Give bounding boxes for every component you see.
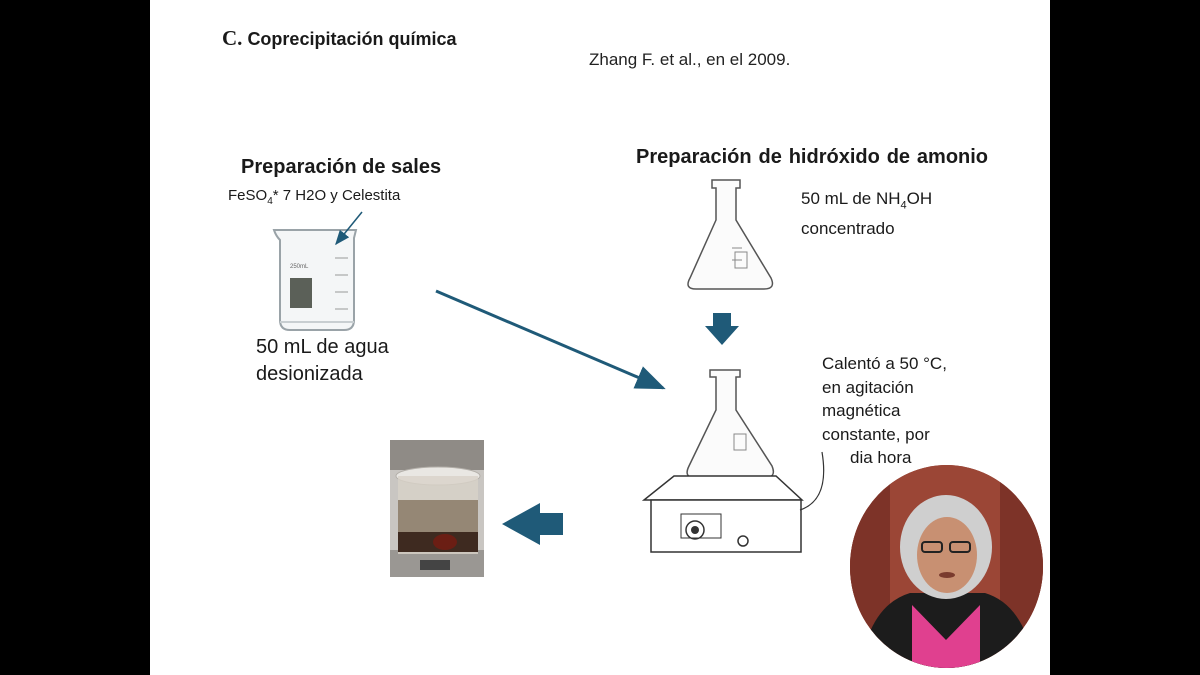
reagents-label: FeSO4* 7 H2O y Celestita: [228, 187, 400, 207]
erlenmeyer-flask-icon: [686, 369, 775, 479]
nh4oh-subscript: 4: [900, 199, 907, 212]
heat-line: constante, por: [822, 424, 930, 444]
reagent-rest: * 7 H2O y Celestita: [272, 187, 401, 204]
pointer-arrow: [335, 211, 363, 246]
nh4oh-pre: 50 mL de NH: [801, 189, 901, 208]
reagent-fe: FeSO: [228, 187, 268, 204]
diagonal-arrow: [435, 289, 666, 390]
presenter-avatar: [850, 465, 1043, 668]
beaker-icon: 250mL: [272, 229, 358, 331]
left-arrow-icon: [502, 503, 563, 545]
nh4oh-post: OH: [906, 189, 933, 208]
heat-line: Calentó a 50 °C,: [822, 354, 947, 373]
svg-text:250mL: 250mL: [290, 264, 309, 270]
section-letter: C.: [222, 26, 243, 50]
heat-line: en agitación: [822, 377, 914, 397]
water-line-2: desionizada: [256, 363, 363, 385]
hot-plate-icon: [641, 451, 825, 553]
nh4oh-label: 50 mL de NH4OH concentrado: [801, 187, 932, 240]
hydroxide-word: Preparación: [636, 146, 752, 168]
hydroxide-heading: Preparación de hidróxido de amonio: [636, 144, 988, 198]
citation: Zhang F. et al., en el 2009.: [589, 50, 791, 69]
water-label: 50 mL de agua desionizada: [256, 334, 389, 388]
slide: C. Coprecipitación química Zhang F. et a…: [150, 0, 1050, 675]
down-arrow-icon: [705, 313, 739, 345]
diagram-graphics: 250mL: [272, 179, 825, 553]
reagent-subscript: 4: [267, 196, 273, 207]
section-title: C. Coprecipitación química: [222, 26, 456, 51]
heat-label: Calentó a 50 °C, en agitación magnética …: [822, 352, 982, 470]
hydroxide-word: hidróxido: [788, 146, 880, 168]
heat-line: dia hora: [850, 448, 912, 467]
hydroxide-word: de: [886, 146, 911, 168]
erlenmeyer-flask-icon: [687, 179, 774, 290]
heat-line: magnética: [822, 401, 901, 420]
nh4oh-line-2: concentrado: [801, 219, 895, 239]
sample-photo: [390, 440, 484, 577]
water-line-1: 50 mL de agua: [256, 336, 389, 358]
section-title-text: Coprecipitación química: [247, 29, 457, 49]
hydroxide-word: amonio: [916, 146, 988, 168]
presenter-webcam: [850, 465, 1043, 668]
hydroxide-word: de: [758, 146, 782, 168]
sales-heading: Preparación de sales: [241, 156, 442, 178]
sample-jar-image: [390, 440, 484, 577]
